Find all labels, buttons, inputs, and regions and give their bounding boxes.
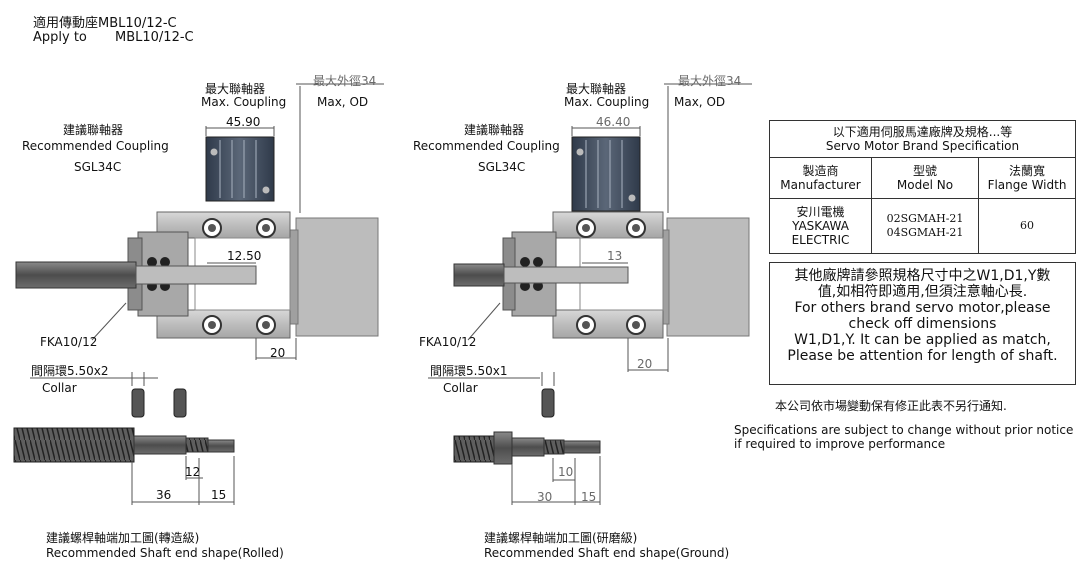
left-max-od-en: Max, OD [317, 95, 369, 109]
right-collar [541, 388, 555, 418]
right-assembly [428, 83, 752, 379]
notice-zh: 本公司依市場變動保有修正此表不另行通知. [775, 399, 1007, 413]
left-coupling-width: 45.90 [226, 115, 261, 129]
spec-data-row: 安川電機 YASKAWA ELECTRIC 02SGMAH-21 04SGMAH… [769, 198, 1076, 254]
title-en-model: MBL10/12-C [115, 30, 194, 45]
note-en-4: Please be attention for length of shaft. [787, 348, 1058, 364]
left-assembly [15, 83, 384, 379]
left-collar-zh: 間隔環5.50x2 [31, 364, 109, 378]
notice-en-1: Specifications are subject to change wit… [734, 423, 1074, 437]
title-en-prefix: Apply to [33, 30, 87, 45]
spec-title-en: Servo Motor Brand Specification [825, 139, 1020, 153]
right-rec-coupling-en: Recommended Coupling [413, 139, 560, 153]
right-collar-zh: 間隔環5.50x1 [430, 364, 508, 378]
right-motor-dim: 20 [637, 357, 653, 371]
left-shaft-end-en: Recommended Shaft end shape(Rolled) [46, 546, 284, 560]
left-shaft-end-zh: 建議螺桿軸端加工圖(轉造級) [46, 531, 200, 545]
col-flange-en: Flange Width [987, 178, 1067, 192]
right-coupling-width: 46.40 [596, 115, 631, 129]
right-motor [666, 217, 750, 337]
right-max-od-en: Max, OD [674, 95, 726, 109]
left-motor [295, 217, 379, 337]
right-shaft-dim-b: 30 [537, 490, 553, 504]
compatibility-note: 其他廠牌請參照規格尺寸中之W1,D1,Y數 值,如相符即適用,但須注意軸心長. … [769, 262, 1076, 385]
left-shaft-dim-c: 15 [211, 488, 227, 502]
left-collar-en: Collar [42, 381, 77, 395]
note-en-2: check off dimensions [848, 316, 997, 332]
right-max-coupling-zh: 最大聯軸器 [566, 82, 627, 96]
left-max-coupling-en: Max. Coupling [201, 95, 287, 109]
right-bearing-label: FKA10/12 [419, 335, 477, 349]
col-flange-zh: 法蘭寬 [1008, 164, 1045, 178]
left-screw-shaft [15, 261, 137, 289]
spec-title-row: 以下適用伺服馬達廠牌及規格...等 Servo Motor Brand Spec… [769, 120, 1076, 158]
right-rec-coupling-model: SGL34C [478, 160, 526, 174]
row-manufacturer-zh: 安川電機 [796, 205, 845, 219]
title-zh: 適用傳動座MBL10/12-C [33, 16, 177, 31]
right-max-coupling-en: Max. Coupling [564, 95, 650, 109]
note-en-3: W1,D1,Y. It can be applied as match, [794, 332, 1051, 348]
col-manufacturer-en: Manufacturer [780, 178, 861, 192]
right-screw-shaft [453, 263, 505, 287]
row-model-2: 04SGMAH-21 [886, 226, 964, 239]
left-bearing-label: FKA10/12 [40, 335, 98, 349]
row-manufacturer-en1: YASKAWA [792, 219, 849, 233]
right-shaft-end-en: Recommended Shaft end shape(Ground) [484, 546, 730, 560]
right-rec-coupling-zh: 建議聯軸器 [464, 123, 525, 137]
note-zh-2: 值,如相符即適用,但須注意軸心長. [817, 284, 1028, 300]
left-rec-coupling-zh: 建議聯軸器 [63, 123, 124, 137]
left-collar-1 [131, 388, 145, 418]
left-max-od-zh: 最大外徑34 [313, 74, 377, 88]
notice-en-2: if required to improve performance [734, 437, 946, 451]
right-collar-en: Collar [443, 381, 478, 395]
left-shaft-dim-b: 36 [156, 488, 172, 502]
left-max-coupling-zh: 最大聯軸器 [205, 82, 266, 96]
col-manufacturer-zh: 製造商 [802, 164, 839, 178]
row-flange: 60 [1020, 219, 1034, 232]
col-model-zh: 型號 [912, 164, 937, 178]
left-shaft-dim-a: 12 [185, 465, 201, 479]
note-zh-1: 其他廠牌請參照規格尺寸中之W1,D1,Y數 [794, 268, 1051, 284]
servo-spec-table: 以下適用伺服馬達廠牌及規格...等 Servo Motor Brand Spec… [769, 120, 1076, 254]
right-shaft-end-zh: 建議螺桿軸端加工圖(研磨級) [484, 531, 638, 545]
row-manufacturer-en2: ELECTRIC [791, 233, 850, 247]
right-shaft-dim-c: 15 [581, 490, 597, 504]
left-shaft-dim: 12.50 [227, 249, 262, 263]
note-en-1: For others brand servo motor,please [794, 300, 1051, 316]
left-shaft-end [13, 427, 235, 505]
right-shaft-end [453, 431, 601, 505]
left-collar-2 [173, 388, 187, 418]
spec-header-row: 製造商 Manufacturer 型號 Model No 法蘭寬 Flange … [769, 157, 1076, 199]
left-motor-dim: 20 [270, 346, 286, 360]
spec-title-zh: 以下適用伺服馬達廠牌及規格...等 [832, 125, 1013, 139]
left-rec-coupling-model: SGL34C [74, 160, 122, 174]
right-shaft-dim: 13 [607, 249, 623, 263]
left-rec-coupling-en: Recommended Coupling [22, 139, 169, 153]
right-shaft-dim-a: 10 [558, 465, 574, 479]
col-model-en: Model No [896, 178, 954, 192]
right-max-od-zh: 最大外徑34 [678, 74, 742, 88]
row-model-1: 02SGMAH-21 [886, 212, 964, 225]
